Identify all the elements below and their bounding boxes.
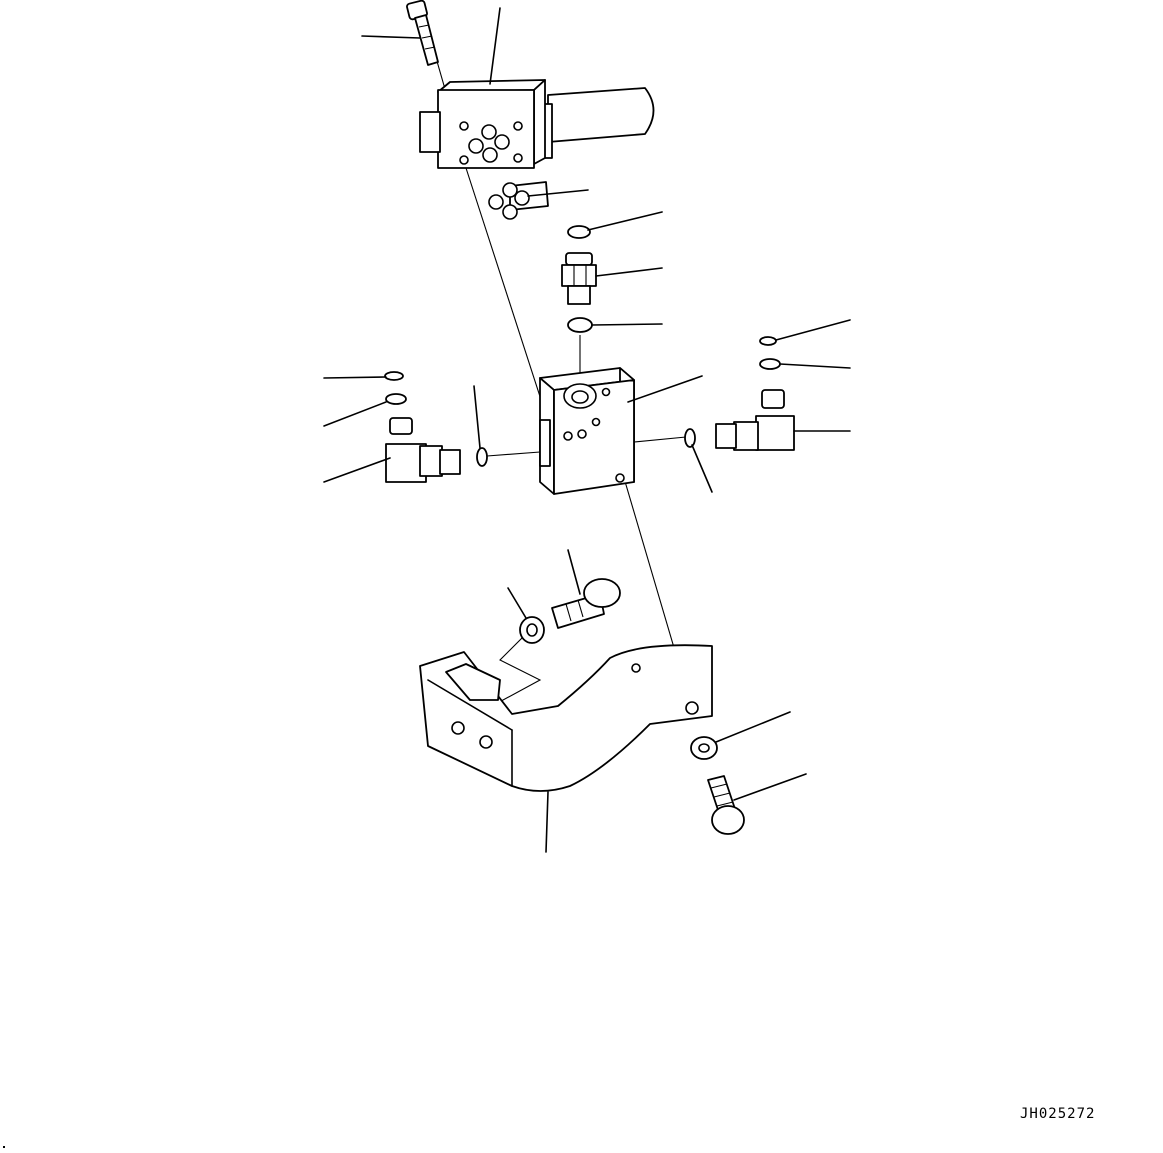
figure-reference-code: JH025272 — [1020, 1106, 1096, 1122]
top-mounting-bolt — [406, 0, 439, 66]
elbow-fitting-right — [715, 389, 795, 451]
seal-set — [488, 181, 549, 220]
o-ring-right-large — [759, 358, 781, 370]
o-ring-side-left — [476, 447, 488, 467]
o-ring-lower — [567, 317, 593, 333]
elbow-fitting-left — [385, 417, 461, 483]
connector-fitting — [561, 252, 597, 305]
manifold-block — [539, 367, 635, 495]
o-ring-upper — [567, 225, 591, 239]
o-ring-side-right — [684, 428, 696, 448]
solenoid-valve — [419, 79, 655, 169]
bracket-bolt — [551, 578, 621, 629]
bracket-washer — [519, 616, 545, 644]
lower-bolt — [707, 775, 745, 835]
o-ring-right-small — [759, 336, 777, 346]
corner-dot — [3, 1146, 5, 1148]
lower-washer — [690, 736, 718, 760]
o-ring-left-large — [385, 393, 407, 405]
callout-leader-lines — [323, 7, 851, 853]
mounting-bracket — [419, 644, 713, 792]
o-ring-left-small — [384, 371, 404, 381]
